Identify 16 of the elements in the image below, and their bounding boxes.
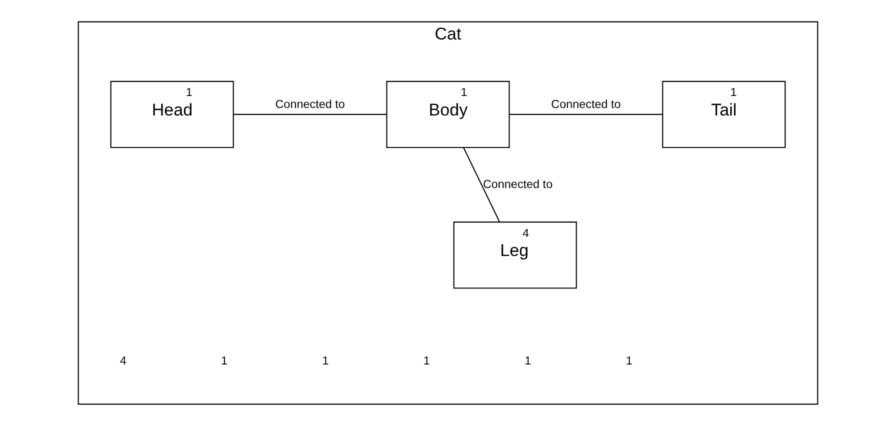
label: 1 [322, 354, 329, 368]
node-box: 1 Head [110, 80, 234, 148]
label: 4 [120, 354, 126, 368]
connector [510, 113, 663, 114]
connector [234, 113, 387, 114]
label: 1 [524, 354, 532, 368]
label: 1 [626, 354, 632, 368]
connector [463, 146, 500, 222]
edge-label: Connected to [482, 177, 553, 190]
node-box: 4 Leg [453, 221, 577, 288]
edge-label: Connected to [275, 97, 345, 110]
label: 1 [423, 354, 430, 368]
node-box: 1 Tail [662, 80, 786, 148]
edge-label: Connected to [551, 97, 621, 110]
label: 1 [221, 354, 228, 368]
node-box: 1 Body [386, 80, 510, 148]
